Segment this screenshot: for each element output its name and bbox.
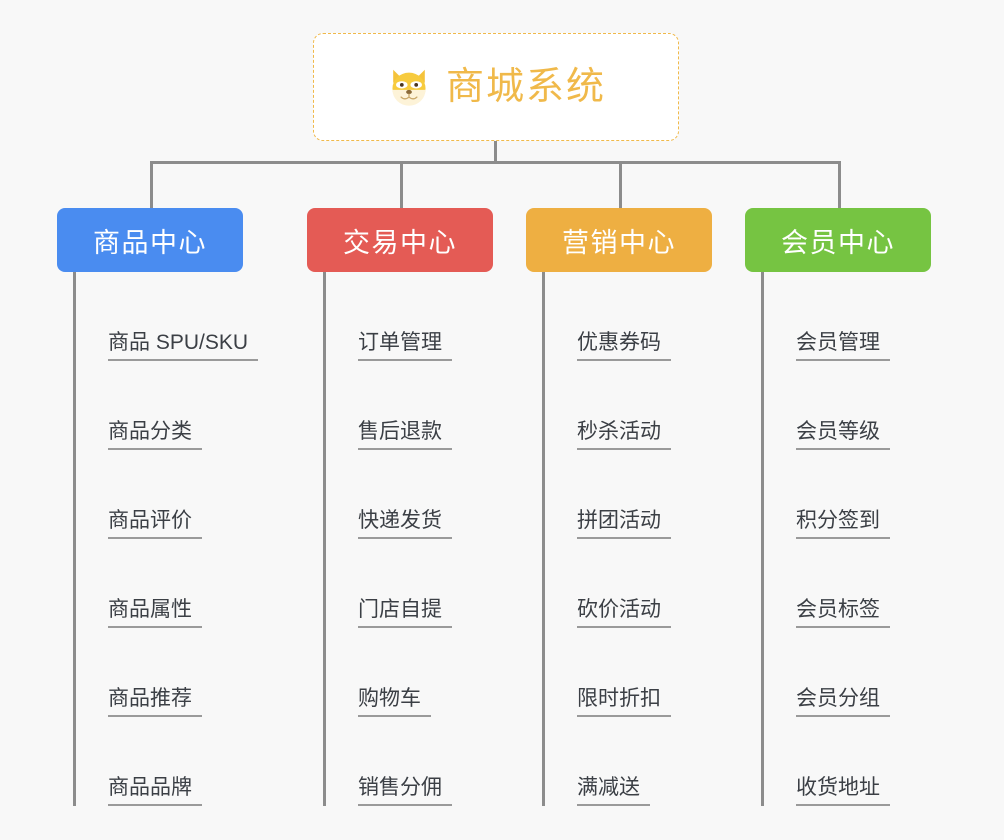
list-item[interactable]: 商品品牌 (76, 717, 247, 806)
leaf-underline (358, 537, 452, 539)
leaf-underline (108, 537, 202, 539)
list-item[interactable]: 销售分佣 (326, 717, 497, 806)
leaf-label: 限时折扣 (577, 687, 671, 717)
connector-drop-1 (150, 161, 153, 209)
leaf-underline (358, 804, 452, 806)
list-item[interactable]: 订单管理 (326, 272, 497, 361)
leaf-underline (108, 804, 202, 806)
leaf-label: 收货地址 (796, 776, 890, 806)
leaf-underline (108, 359, 259, 361)
leaf-label: 购物车 (358, 687, 431, 717)
leaf-underline (108, 715, 202, 717)
leaf-underline (577, 804, 650, 806)
list-item[interactable]: 会员管理 (764, 272, 935, 361)
leaf-underline (108, 448, 202, 450)
list-item[interactable]: 积分签到 (764, 450, 935, 539)
category-title: 商品中心 (93, 227, 207, 258)
list-item[interactable]: 限时折扣 (545, 628, 716, 717)
category-title: 会员中心 (781, 227, 895, 258)
leaf-label: 会员等级 (796, 420, 890, 450)
leaf-label: 快递发货 (358, 509, 452, 539)
leaf-underline (577, 537, 671, 539)
leaf-label: 订单管理 (358, 331, 452, 361)
leaf-label: 销售分佣 (358, 776, 452, 806)
leaf-label: 会员分组 (796, 687, 890, 717)
connector-root-stem (494, 141, 497, 164)
leaf-underline (796, 804, 890, 806)
leaf-label: 商品品牌 (108, 776, 202, 806)
leaf-label: 商品 SPU/SKU (108, 331, 259, 361)
branch-product-center: 商品中心 商品 SPU/SKU 商品分类 商品评价 商品属性 商品推荐 商品品牌 (57, 208, 259, 806)
leaf-underline (796, 359, 890, 361)
list-item[interactable]: 商品 SPU/SKU (76, 272, 259, 361)
leaf-underline (796, 715, 890, 717)
leaf-label: 商品推荐 (108, 687, 202, 717)
leaf-list-trade-center: 订单管理 售后退款 快递发货 门店自提 购物车 销售分佣 (323, 272, 497, 806)
category-header-member-center[interactable]: 会员中心 (745, 208, 931, 272)
leaf-underline (358, 715, 431, 717)
leaf-label: 拼团活动 (577, 509, 671, 539)
list-item[interactable]: 砍价活动 (545, 539, 716, 628)
shiba-dog-face-icon (392, 69, 426, 106)
leaf-label: 商品属性 (108, 598, 202, 628)
leaf-label: 商品分类 (108, 420, 202, 450)
list-item[interactable]: 会员等级 (764, 361, 935, 450)
list-item[interactable]: 商品推荐 (76, 628, 247, 717)
branch-marketing-center: 营销中心 优惠券码 秒杀活动 拼团活动 砍价活动 限时折扣 满减送 (526, 208, 716, 806)
leaf-underline (796, 626, 890, 628)
leaf-label: 满减送 (577, 776, 650, 806)
leaf-list-member-center: 会员管理 会员等级 积分签到 会员标签 会员分组 收货地址 (761, 272, 935, 806)
list-item[interactable]: 售后退款 (326, 361, 497, 450)
category-title: 营销中心 (562, 227, 676, 258)
leaf-label: 商品评价 (108, 509, 202, 539)
leaf-label: 积分签到 (796, 509, 890, 539)
leaf-label: 门店自提 (358, 598, 452, 628)
category-header-product-center[interactable]: 商品中心 (57, 208, 243, 272)
leaf-underline (577, 359, 671, 361)
list-item[interactable]: 门店自提 (326, 539, 497, 628)
leaf-label: 会员管理 (796, 331, 890, 361)
category-header-trade-center[interactable]: 交易中心 (307, 208, 493, 272)
list-item[interactable]: 商品评价 (76, 450, 247, 539)
leaf-underline (577, 626, 671, 628)
connector-drop-4 (838, 161, 841, 209)
category-title: 交易中心 (343, 227, 457, 258)
leaf-list-marketing-center: 优惠券码 秒杀活动 拼团活动 砍价活动 限时折扣 满减送 (542, 272, 716, 806)
list-item[interactable]: 商品分类 (76, 361, 247, 450)
category-header-marketing-center[interactable]: 营销中心 (526, 208, 712, 272)
root-node-title: 商城系统 (445, 66, 606, 108)
leaf-underline (108, 626, 202, 628)
connector-drop-2 (400, 161, 403, 209)
list-item[interactable]: 购物车 (326, 628, 497, 717)
leaf-label: 秒杀活动 (577, 420, 671, 450)
leaf-underline (796, 448, 890, 450)
connector-drop-3 (619, 161, 622, 209)
leaf-underline (358, 448, 452, 450)
list-item[interactable]: 满减送 (545, 717, 716, 806)
list-item[interactable]: 优惠券码 (545, 272, 716, 361)
leaf-underline (577, 448, 671, 450)
list-item[interactable]: 收货地址 (764, 717, 935, 806)
branch-trade-center: 交易中心 订单管理 售后退款 快递发货 门店自提 购物车 销售分佣 (307, 208, 497, 806)
leaf-label: 优惠券码 (577, 331, 671, 361)
root-node-shop-system[interactable]: 商城系统 (313, 33, 679, 141)
leaf-underline (796, 537, 890, 539)
leaf-underline (358, 359, 452, 361)
connector-horizontal-bus (150, 161, 841, 164)
leaf-list-product-center: 商品 SPU/SKU 商品分类 商品评价 商品属性 商品推荐 商品品牌 (73, 272, 259, 806)
leaf-label: 会员标签 (796, 598, 890, 628)
list-item[interactable]: 会员分组 (764, 628, 935, 717)
list-item[interactable]: 秒杀活动 (545, 361, 716, 450)
list-item[interactable]: 快递发货 (326, 450, 497, 539)
list-item[interactable]: 拼团活动 (545, 450, 716, 539)
list-item[interactable]: 商品属性 (76, 539, 247, 628)
branch-member-center: 会员中心 会员管理 会员等级 积分签到 会员标签 会员分组 收货地址 (745, 208, 935, 806)
list-item[interactable]: 会员标签 (764, 539, 935, 628)
leaf-label: 售后退款 (358, 420, 452, 450)
leaf-underline (358, 626, 452, 628)
leaf-underline (577, 715, 671, 717)
leaf-label: 砍价活动 (577, 598, 671, 628)
